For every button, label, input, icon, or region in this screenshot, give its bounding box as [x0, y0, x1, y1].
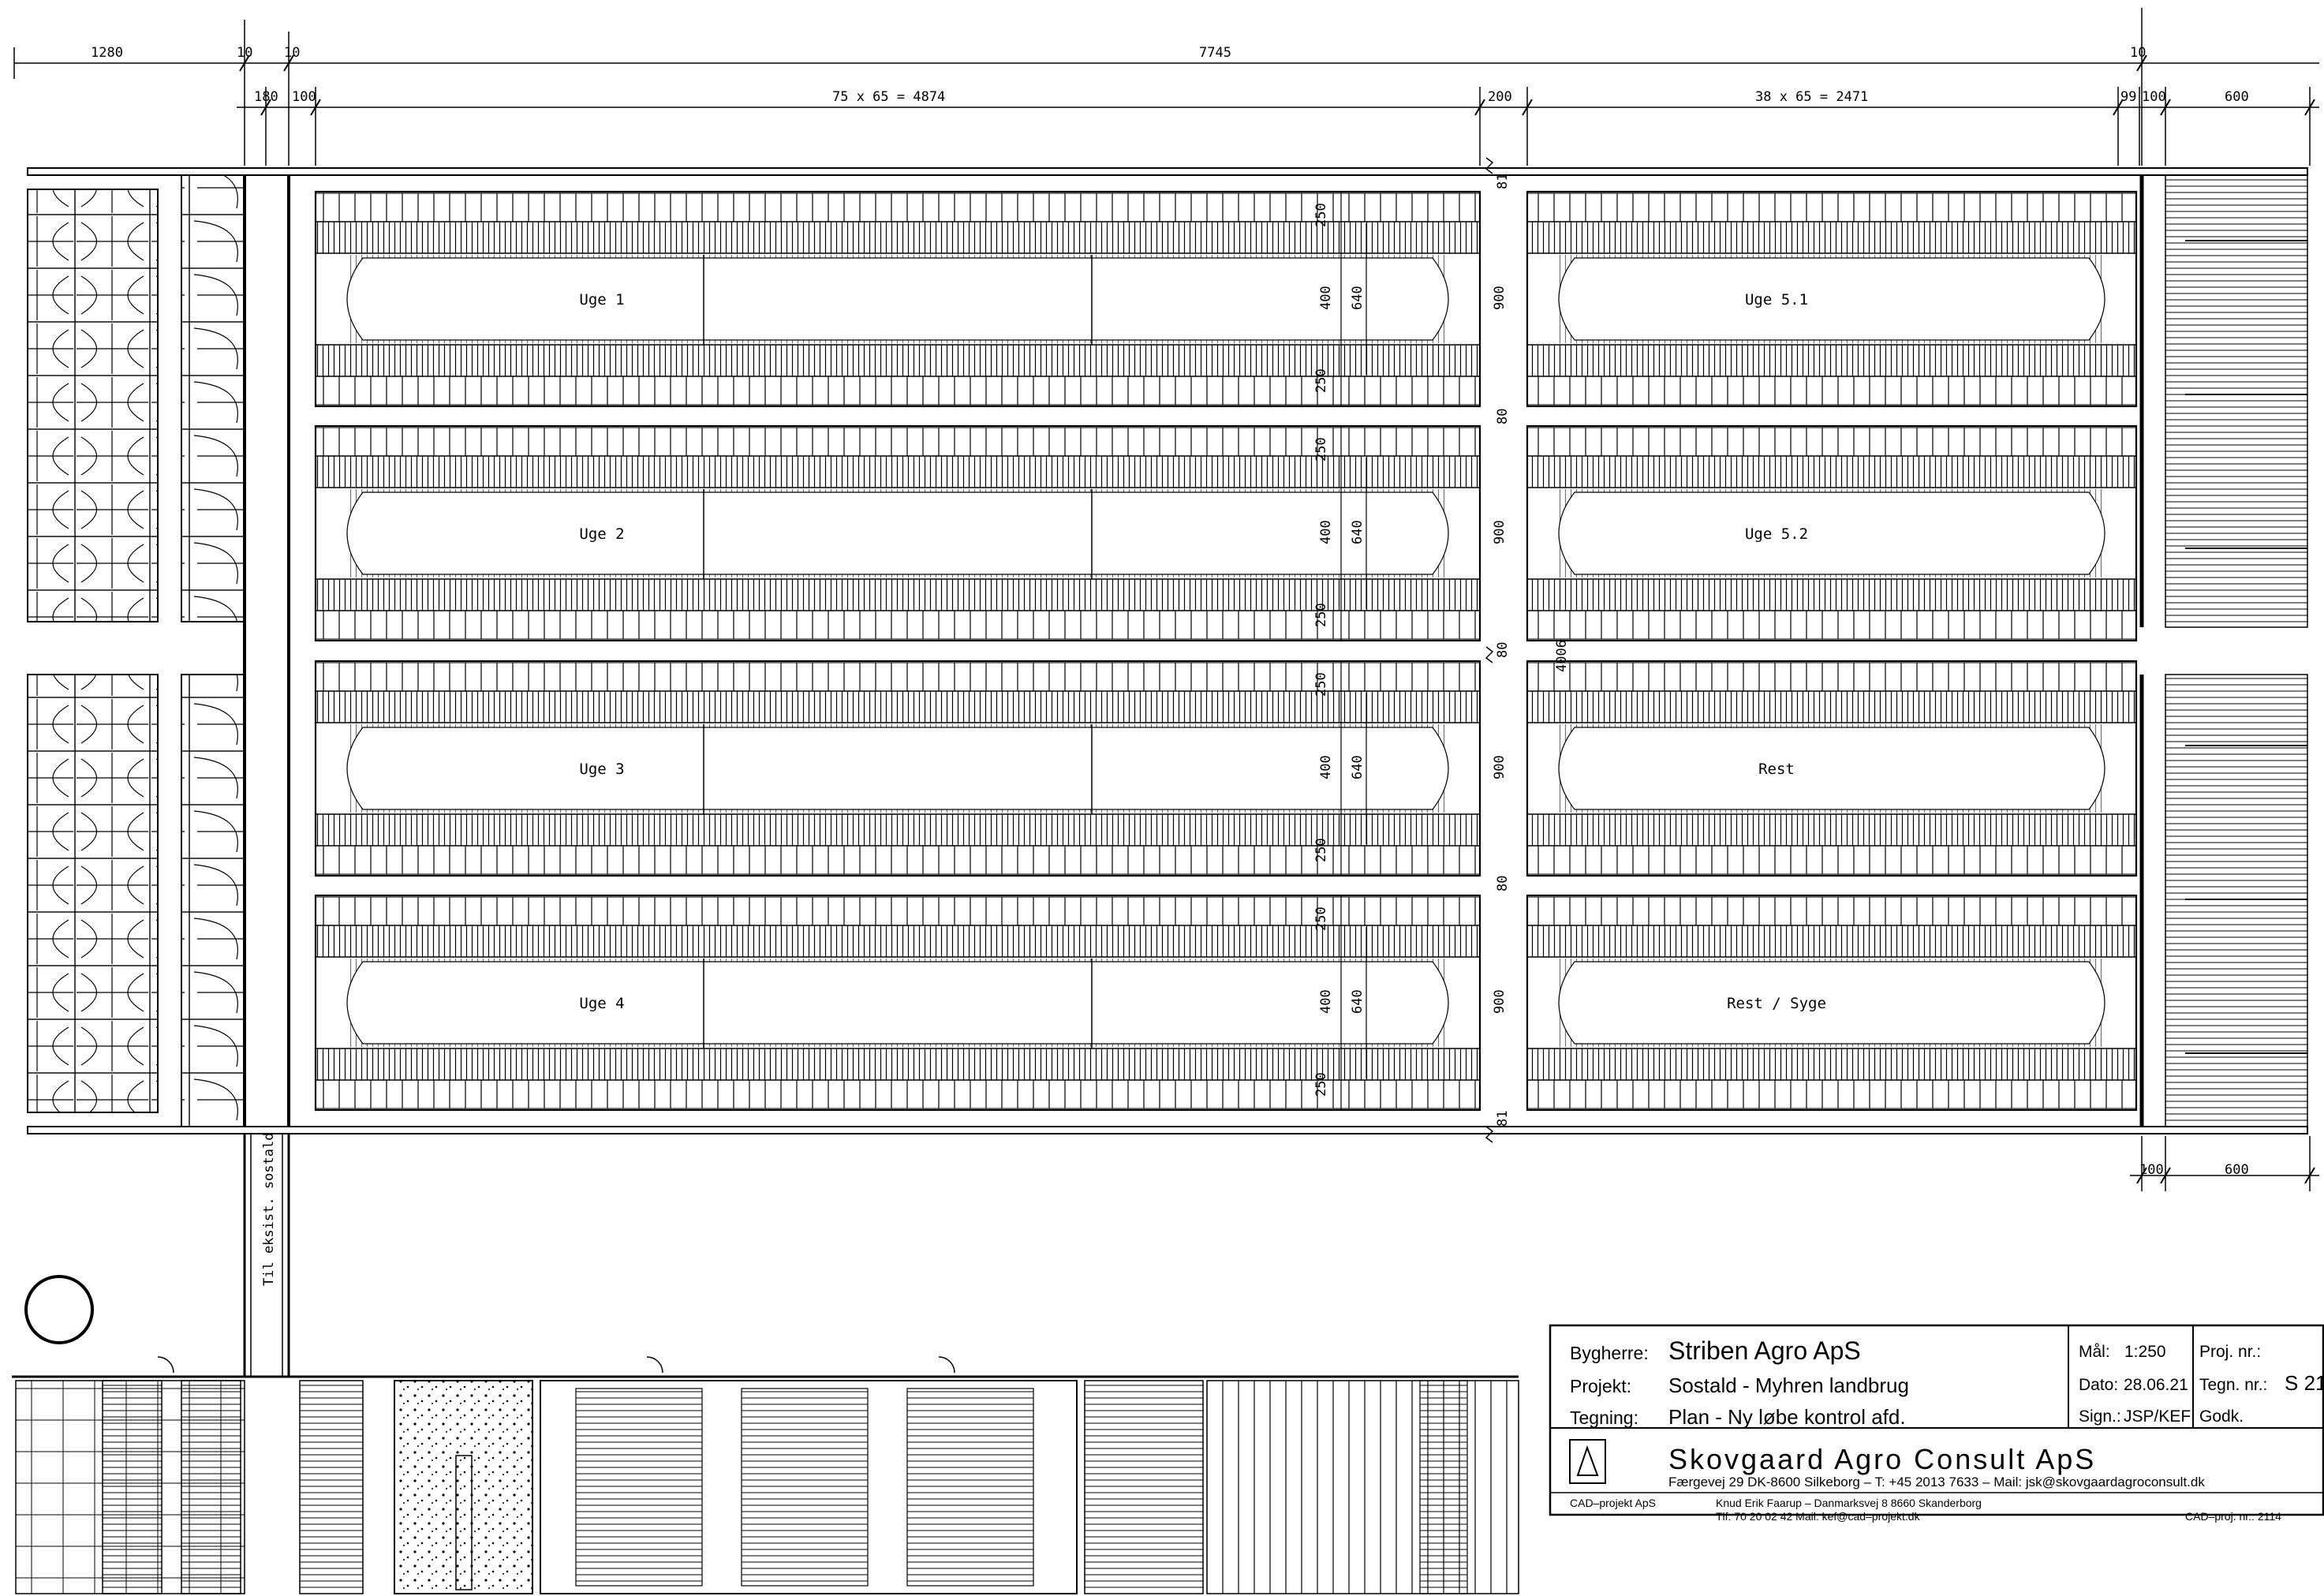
vertical-dim-2-1: 400 — [1318, 520, 1334, 544]
project-label: Projekt: — [1570, 1376, 1631, 1396]
date-label: Dato: — [2079, 1376, 2118, 1394]
left-stall-area — [27, 174, 245, 1127]
vertical-dim-1-3: 900 — [1492, 286, 1508, 310]
dim-10b: 10 — [284, 45, 300, 61]
client-label: Bygherre: — [1570, 1343, 1649, 1363]
dim-10c: 10 — [2130, 45, 2146, 61]
vertical-dim-1-0: 250 — [1313, 203, 1329, 227]
title-block: Bygherre: Striben Agro ApS Projekt: Sost… — [1549, 1324, 2324, 1523]
dim-7745: 7745 — [1199, 45, 1231, 61]
cad-line1: Knud Erik Faarup – Danmarksvej 8 8660 Sk… — [1716, 1497, 1982, 1509]
pen-right-3: Rest — [1526, 660, 2138, 877]
dim-1280: 1280 — [91, 45, 123, 61]
vertical-dim-4-1: 400 — [1318, 989, 1334, 1014]
dim-2471: 38 x 65 = 2471 — [1755, 89, 1868, 105]
dim-4874: 75 x 65 = 4874 — [832, 89, 945, 105]
pen-left-3: Uge 3 — [314, 660, 1481, 877]
dim-4006: 4006 — [1554, 640, 1570, 672]
vertical-dim-3-0: 250 — [1313, 672, 1329, 697]
date-value: 28.06.21 — [2124, 1376, 2188, 1394]
dim-600b: 600 — [2225, 1162, 2249, 1178]
vertical-dim-4-0: 250 — [1313, 906, 1329, 931]
pen-label-left-2: Uge 2 — [579, 525, 624, 543]
vertical-dim-bottom-4: 250 — [1313, 1072, 1329, 1097]
gap-dim-3: 80 — [1495, 642, 1511, 658]
pen-left-4: Uge 4 — [314, 894, 1481, 1112]
vertical-dim-4-2: 640 — [1350, 989, 1366, 1014]
pen-label-right-2: Uge 5.2 — [1745, 525, 1808, 543]
tegnnr-label: Tegn. nr.: — [2199, 1376, 2267, 1394]
dim-10a: 10 — [237, 45, 252, 61]
pen-left-2: Uge 2 — [314, 424, 1481, 642]
gap-dim-4: 80 — [1495, 876, 1511, 891]
sign-label: Sign.: — [2079, 1407, 2121, 1426]
vertical-dim-2-3: 900 — [1492, 520, 1508, 544]
scale-label: Mål: — [2079, 1343, 2110, 1361]
corridor-label: Til eksist. sostald — [261, 1133, 277, 1286]
cad-company: CAD–projekt ApS — [1570, 1497, 1656, 1509]
scale-value: 1:250 — [2124, 1343, 2166, 1361]
vertical-dim-bottom-1: 250 — [1313, 368, 1329, 393]
vertical-dim-bottom-2: 250 — [1313, 603, 1329, 627]
vertical-dim-3-1: 400 — [1318, 755, 1334, 779]
tegnnr-value: S 21 — [2285, 1371, 2324, 1395]
vertical-dim-1-2: 640 — [1350, 286, 1366, 310]
drawing-label: Tegning: — [1570, 1407, 1638, 1428]
dim-100b: 100 — [2142, 89, 2166, 105]
right-side-area — [2165, 174, 2308, 1127]
vertical-dim-3-2: 640 — [1350, 755, 1366, 779]
pen-label-right-4: Rest / Syge — [1727, 995, 1826, 1012]
pen-right-2: Uge 5.2 — [1526, 424, 2138, 642]
pen-label-right-3: Rest — [1758, 761, 1795, 778]
project-name: Sostald - Myhren landbrug — [1668, 1374, 1909, 1397]
dim-99: 99 — [2120, 89, 2136, 105]
dim-600: 600 — [2225, 89, 2249, 105]
pen-label-left-3: Uge 3 — [579, 761, 624, 778]
pen-label-left-1: Uge 1 — [579, 291, 624, 308]
pen-right-1: Uge 5.1 — [1526, 190, 2138, 408]
pen-left-1: Uge 1 — [314, 190, 1481, 408]
company-address: Færgevej 29 DK-8600 Silkeborg – T: +45 2… — [1668, 1475, 2205, 1489]
drawing-name: Plan - Ny løbe kontrol afd. — [1668, 1405, 1906, 1429]
dim-200: 200 — [1488, 89, 1512, 105]
gap-dim-5: 81 — [1495, 1111, 1511, 1127]
vertical-dim-2-0: 250 — [1313, 437, 1329, 462]
pen-right-4: Rest / Syge — [1526, 894, 2138, 1112]
vertical-dim-bottom-3: 250 — [1313, 838, 1329, 862]
dimension-lines — [13, 8, 2319, 1191]
pen-label-left-4: Uge 4 — [579, 995, 624, 1012]
dim-100a: 100 — [292, 89, 316, 105]
dimension-texts: 1280 10 10 7745 10 180 100 75 x 65 = 487… — [91, 45, 2249, 1178]
pen-label-right-1: Uge 5.1 — [1745, 291, 1808, 308]
vertical-dim-1-1: 400 — [1318, 286, 1334, 310]
existing-building — [12, 1356, 1519, 1594]
gap-dim-1: 81 — [1495, 174, 1511, 189]
projnr-label: Proj. nr.: — [2199, 1343, 2261, 1361]
vertical-dim-3-3: 900 — [1492, 755, 1508, 779]
vertical-dim-2-2: 640 — [1350, 520, 1366, 544]
client-name: Striben Agro ApS — [1668, 1336, 1861, 1365]
godk-label: Godk. — [2199, 1407, 2244, 1426]
dim-100c: 100 — [2139, 1162, 2164, 1178]
cad-line2: Tlf: 70 20 02 42 Mail: kef@cad–projekt.d… — [1716, 1510, 1921, 1523]
company-name: Skovgaard Agro Consult ApS — [1668, 1443, 2096, 1475]
cad-nr: CAD–proj. nr.: 2114 — [2185, 1510, 2281, 1523]
gap-dim-2: 80 — [1495, 409, 1511, 424]
vertical-dim-4-3: 900 — [1492, 989, 1508, 1014]
sign-value: JSP/KEF — [2124, 1407, 2191, 1426]
dim-180: 180 — [254, 89, 278, 105]
